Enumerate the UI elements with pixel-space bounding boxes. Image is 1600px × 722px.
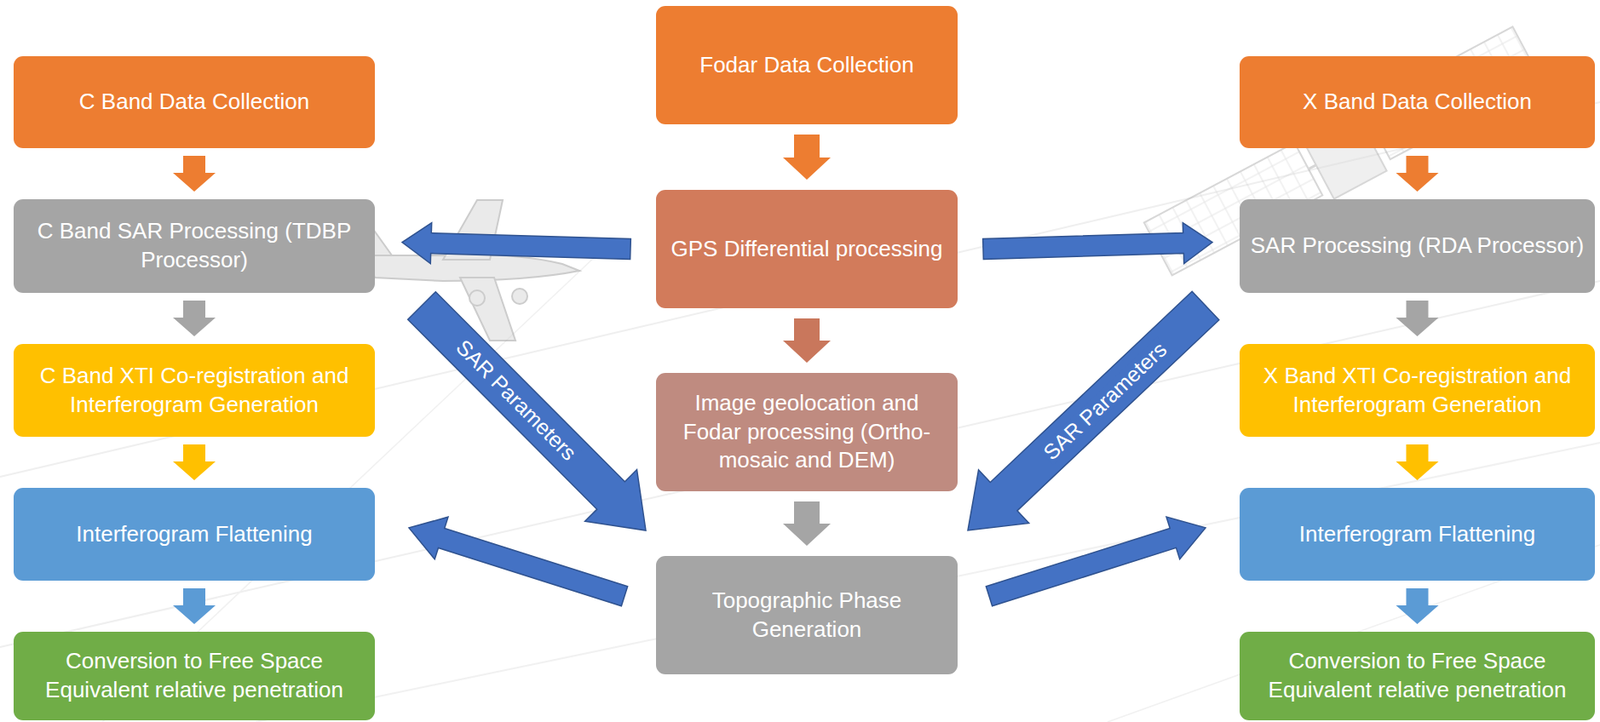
flow-arrow bbox=[967, 291, 1220, 531]
process-box: C Band Data Collection bbox=[13, 56, 375, 149]
box-text-group: Conversion to Free Space Equivalent rela… bbox=[22, 647, 367, 706]
process-box: Interferogram Flattening bbox=[13, 488, 375, 582]
box-text: Topographic Phase Generation bbox=[664, 587, 950, 645]
box-text: C Band Data Collection bbox=[22, 87, 367, 117]
process-box: SAR Processing (RDA Processor) bbox=[1239, 199, 1595, 294]
process-box: X Band XTI Co-registration and Interfero… bbox=[1239, 344, 1595, 438]
box-text: X Band Data Collection bbox=[1248, 87, 1587, 117]
process-box: C Band XTI Co-registration and Interfero… bbox=[13, 344, 375, 438]
box-text-group: C Band SAR Processing (TDBP Processor) bbox=[22, 217, 367, 276]
box-text-group: Image geolocation and Fodar processing (… bbox=[664, 389, 950, 476]
illustration-shape bbox=[0, 102, 1600, 478]
flow-arrow bbox=[1396, 444, 1439, 481]
flow-arrow bbox=[172, 155, 216, 192]
process-box: GPS Differential processing bbox=[656, 189, 958, 309]
flow-arrow bbox=[782, 318, 831, 363]
box-text-group: C Band XTI Co-registration and Interfero… bbox=[22, 362, 367, 421]
box-text: Interferogram Flattening bbox=[1248, 520, 1587, 550]
flow-arrow bbox=[172, 300, 216, 337]
box-text-group: X Band XTI Co-registration and Interfero… bbox=[1248, 362, 1587, 421]
box-text-group: Fodar Data Collection bbox=[664, 51, 950, 81]
flow-arrow bbox=[172, 588, 216, 625]
flow-arrow bbox=[983, 223, 1213, 265]
box-text: X Band XTI Co-registration and Interfero… bbox=[1248, 362, 1587, 421]
flow-arrow bbox=[408, 292, 646, 531]
flow-arrow bbox=[782, 134, 831, 180]
box-text: Conversion to Free Space Equivalent rela… bbox=[1248, 647, 1587, 706]
box-text-group: C Band Data Collection bbox=[22, 87, 367, 117]
process-box: X Band Data Collection bbox=[1239, 56, 1595, 149]
process-box: Image geolocation and Fodar processing (… bbox=[656, 373, 958, 492]
box-text-group: Conversion to Free Space Equivalent rela… bbox=[1248, 647, 1587, 706]
illustration-shape bbox=[512, 288, 528, 305]
process-box: Topographic Phase Generation bbox=[656, 556, 958, 675]
flow-arrow bbox=[172, 444, 216, 481]
box-text: GPS Differential processing bbox=[664, 235, 950, 265]
edge-label: SAR Parameters bbox=[1037, 337, 1171, 466]
box-text: SAR Processing (RDA Processor) bbox=[1248, 231, 1587, 261]
process-box: Interferogram Flattening bbox=[1239, 488, 1595, 582]
box-text-group: Interferogram Flattening bbox=[22, 520, 367, 550]
box-text: Conversion to Free Space Equivalent rela… bbox=[22, 647, 367, 706]
box-text: C Band SAR Processing (TDBP Processor) bbox=[22, 217, 367, 276]
illustration-shape bbox=[1308, 165, 1317, 170]
box-text: Image geolocation and Fodar processing (… bbox=[664, 389, 950, 476]
flow-arrow bbox=[985, 517, 1206, 607]
flow-arrow bbox=[1396, 300, 1439, 337]
edge-label: SAR Parameters bbox=[451, 335, 582, 467]
box-text-group: Interferogram Flattening bbox=[1248, 520, 1587, 550]
illustration-shape bbox=[0, 102, 1600, 722]
illustration-shape bbox=[349, 200, 580, 341]
box-text: Interferogram Flattening bbox=[22, 520, 367, 550]
box-text-group: SAR Processing (RDA Processor) bbox=[1248, 231, 1587, 261]
flow-arrow bbox=[1396, 155, 1439, 192]
flow-arrow bbox=[1396, 588, 1439, 625]
flow-arrow bbox=[402, 223, 631, 265]
flow-arrow bbox=[408, 517, 628, 606]
flow-arrow bbox=[782, 501, 831, 547]
illustration-shape bbox=[469, 290, 485, 306]
process-box: Conversion to Free Space Equivalent rela… bbox=[13, 632, 375, 721]
box-text-group: GPS Differential processing bbox=[664, 235, 950, 265]
box-text-group: Topographic Phase Generation bbox=[664, 587, 950, 645]
box-text: Fodar Data Collection bbox=[664, 51, 950, 81]
process-box: Conversion to Free Space Equivalent rela… bbox=[1239, 632, 1595, 721]
process-box: C Band SAR Processing (TDBP Processor) bbox=[13, 199, 375, 294]
box-text-group: X Band Data Collection bbox=[1248, 87, 1587, 117]
process-box: Fodar Data Collection bbox=[656, 5, 958, 125]
box-text: C Band XTI Co-registration and Interfero… bbox=[22, 362, 367, 421]
